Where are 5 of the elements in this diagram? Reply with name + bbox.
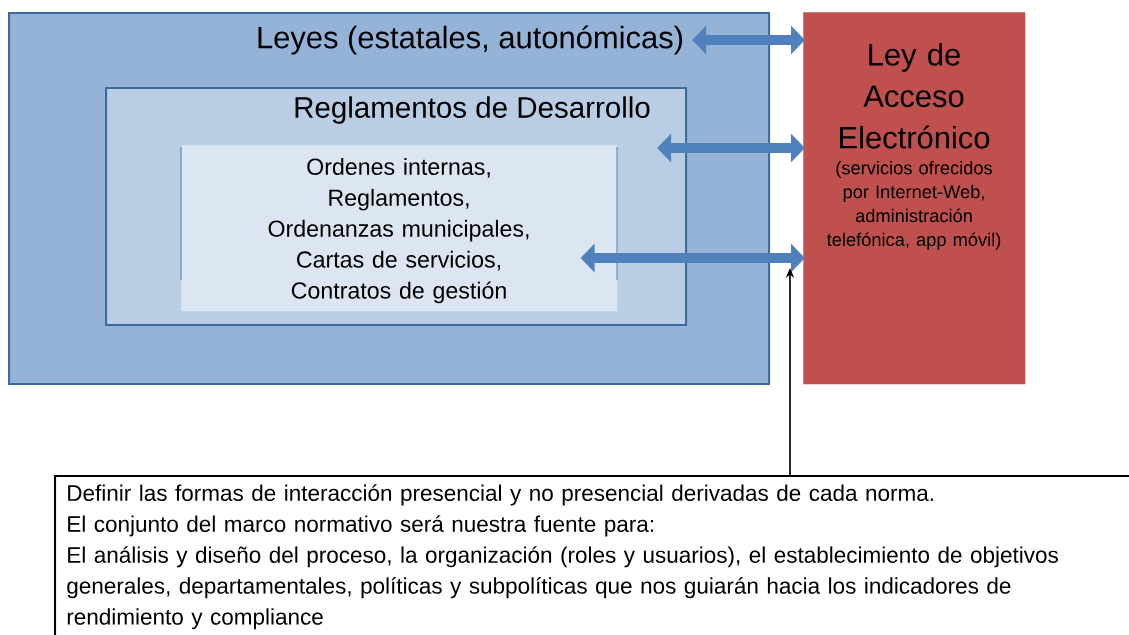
double-arrow: [692, 25, 805, 55]
electronic-access-box: Ley de Acceso Electrónico (servicios ofrecidos por Internet-Web, administración telefónica, app móvil): [803, 12, 1026, 385]
note-box: Definir las formas de interacción presencial y no presencial derivadas de cada norma. El conjunto del marco normativo será nuestra fuente para: El análisis y diseño del proceso, la organización (roles y usuarios), el establecimiento de objetivos generales, departamentales, políticas y subpolíticas que nos guiarán hacia los indicadores de rendimiento y compliance: [53, 474, 1129, 635]
ordinance-box: Ordenes internas, Reglamentos, Ordenanzas municipales, Cartas de servicios, Contratos de gestión: [180, 145, 618, 312]
double-arrow: [657, 133, 805, 163]
